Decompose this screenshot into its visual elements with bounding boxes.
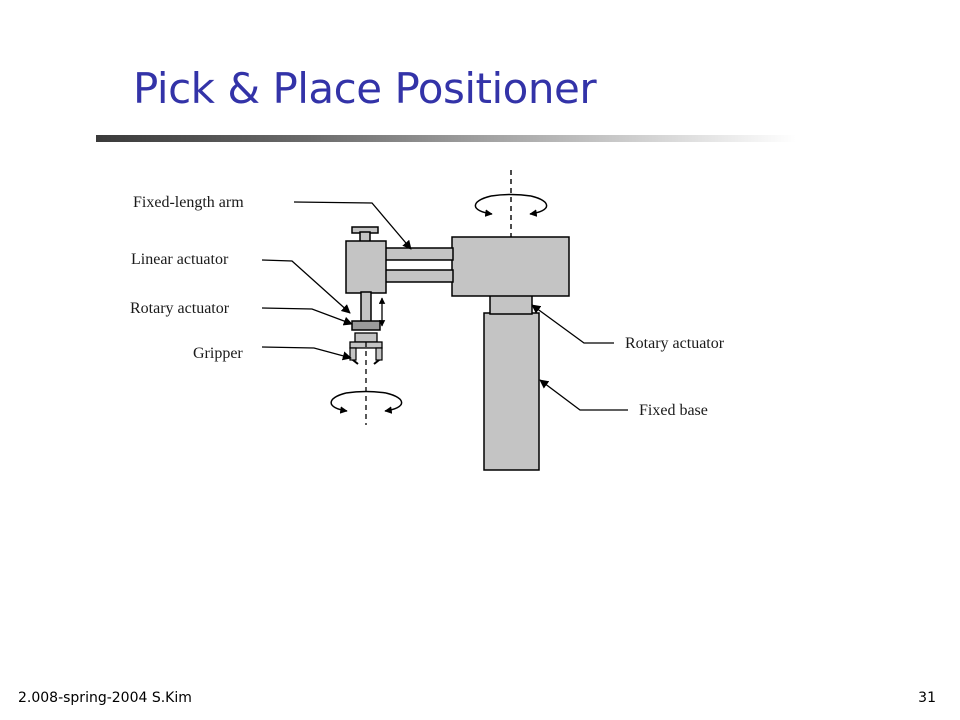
footer-course-info: 2.008-spring-2004 S.Kim xyxy=(18,690,192,706)
fixed-base xyxy=(483,312,540,471)
rotation-arrow-bottom-icon xyxy=(330,390,403,414)
leader-gripper xyxy=(261,346,352,361)
leader-fixed-length-arm xyxy=(293,201,412,250)
gripper xyxy=(349,332,383,365)
arm-rod-upper xyxy=(384,247,454,261)
label-fixed-length-arm: Fixed-length arm xyxy=(133,194,244,211)
label-rotary-actuator-right: Rotary actuator xyxy=(625,335,725,352)
leader-linear-actuator xyxy=(261,259,351,314)
arm-head-block xyxy=(451,236,570,297)
rotary-actuator-right xyxy=(489,294,533,315)
rotary-actuator-left xyxy=(351,320,381,331)
label-linear-actuator: Linear actuator xyxy=(131,251,229,268)
rotation-arrow-top-icon xyxy=(474,193,548,217)
linear-actuator-body xyxy=(345,240,387,294)
label-fixed-base: Fixed base xyxy=(639,402,708,419)
arm-rod-lower xyxy=(384,269,454,283)
leader-fixed-base xyxy=(539,379,628,411)
label-gripper: Gripper xyxy=(193,345,243,362)
slide-title: Pick & Place Positioner xyxy=(133,64,597,113)
leader-rotary-actuator-right xyxy=(531,304,614,344)
title-divider xyxy=(96,135,796,142)
linear-actuator-rod xyxy=(360,291,372,323)
label-rotary-actuator-left: Rotary actuator xyxy=(130,300,230,317)
leader-rotary-actuator-left xyxy=(261,307,353,326)
page-number: 31 xyxy=(918,690,936,706)
